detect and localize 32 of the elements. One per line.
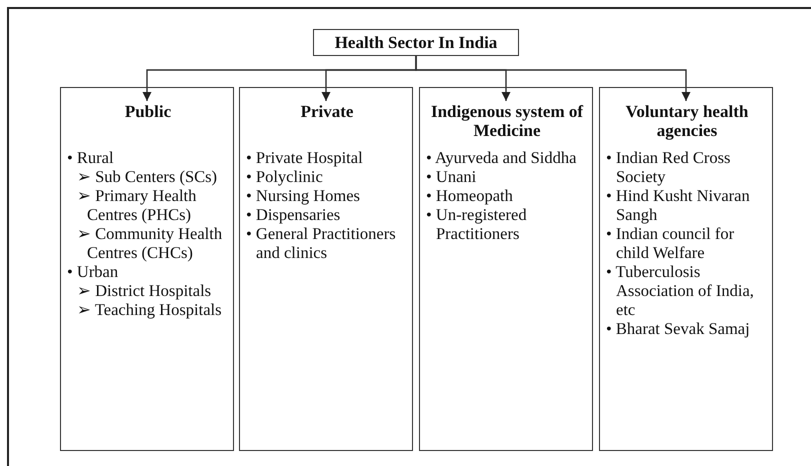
root-title: Health Sector In India: [334, 32, 498, 52]
sub-list-item: ➢ Sub Centers (SCs): [76, 167, 218, 186]
list-item: • Private Hospital: [246, 148, 364, 167]
sub-list-item: ➢ Community Health Centres (CHCs): [76, 224, 224, 262]
list-item: • Nursing Homes: [246, 186, 361, 205]
list-item: • Indian council for child Welfare: [606, 224, 736, 262]
list-item: • Rural: [67, 148, 115, 167]
sub-list-item: ➢ Teaching Hospitals: [76, 300, 223, 319]
list-item: • Ayurveda and Siddha: [426, 148, 578, 167]
category-box: [599, 87, 773, 451]
root-box: [313, 29, 519, 56]
category-box: [239, 87, 413, 451]
category-heading: Voluntary health agencies: [624, 102, 750, 140]
list-item: • Bharat Sevak Samaj: [606, 319, 751, 338]
category-heading: Indigenous system of Medicine: [430, 102, 584, 140]
list-item: • Indian Red Cross Society: [606, 148, 732, 186]
list-item: • Unani: [426, 167, 478, 186]
list-item: • Un-registered Practitioners: [426, 205, 528, 243]
category-box: [419, 87, 593, 451]
list-item: • Dispensaries: [246, 205, 342, 224]
list-item: • Tuberculosis Association of India, etc: [606, 262, 755, 319]
sub-list-item: ➢ District Hospitals: [76, 281, 212, 300]
list-item: • General Practitioners and clinics: [246, 224, 397, 262]
category-box: [60, 87, 234, 451]
category-heading: Public: [124, 102, 172, 121]
list-item: • Urban: [67, 262, 120, 281]
connector-arrow: [415, 56, 690, 101]
sub-list-item: ➢ Primary Health Centres (PHCs): [76, 186, 198, 224]
category-heading: Private: [300, 102, 354, 121]
list-item: • Homeopath: [426, 186, 514, 205]
list-item: • Hind Kusht Nivaran Sangh: [606, 186, 751, 224]
list-item: • Polyclinic: [246, 167, 324, 186]
